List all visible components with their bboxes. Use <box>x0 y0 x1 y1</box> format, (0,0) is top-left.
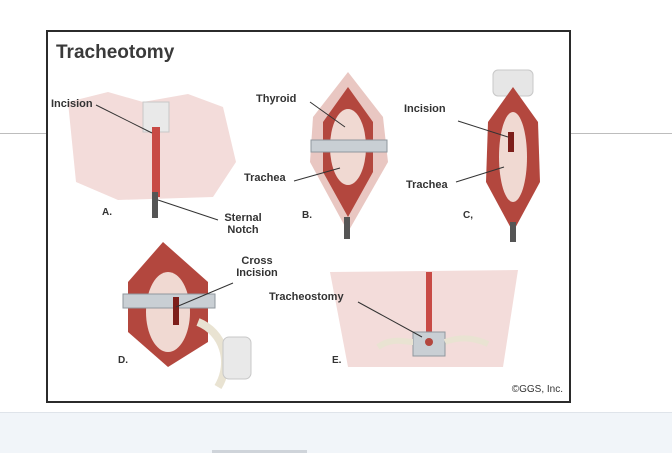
panel-letter-e: E. <box>332 355 342 366</box>
label-cross-incision: Cross Incision <box>236 255 278 279</box>
illustration-art <box>68 69 540 390</box>
label-thyroid: Thyroid <box>256 93 297 105</box>
leader-lines <box>95 101 509 338</box>
panel-letter-d: D. <box>118 355 128 366</box>
label-incision-a: Incision <box>51 98 93 110</box>
panel-a-art <box>68 92 236 218</box>
label-trachea-b: Trachea <box>244 172 286 184</box>
panel-e-art <box>330 270 518 367</box>
label-sternal-notch: Sternal Notch <box>224 212 262 236</box>
copyright-text: ©GGS, Inc. <box>511 384 563 395</box>
panel-letter-a: A. <box>102 207 112 218</box>
panel-letter-c: C, <box>463 210 473 221</box>
panel-c-art <box>486 69 540 242</box>
panel-d-art <box>122 242 252 390</box>
label-trachea-c: Trachea <box>406 179 448 191</box>
label-tracheostomy: Tracheostomy <box>269 291 344 303</box>
page-footer-bar <box>0 412 672 453</box>
tracheotomy-figure: Tracheotomy Incision Thyroid Incision Tr… <box>46 30 571 403</box>
label-incision-c: Incision <box>404 103 446 115</box>
figure-title: Tracheotomy <box>56 42 175 63</box>
panel-b-art <box>310 72 388 239</box>
panel-letter-b: B. <box>302 210 312 221</box>
